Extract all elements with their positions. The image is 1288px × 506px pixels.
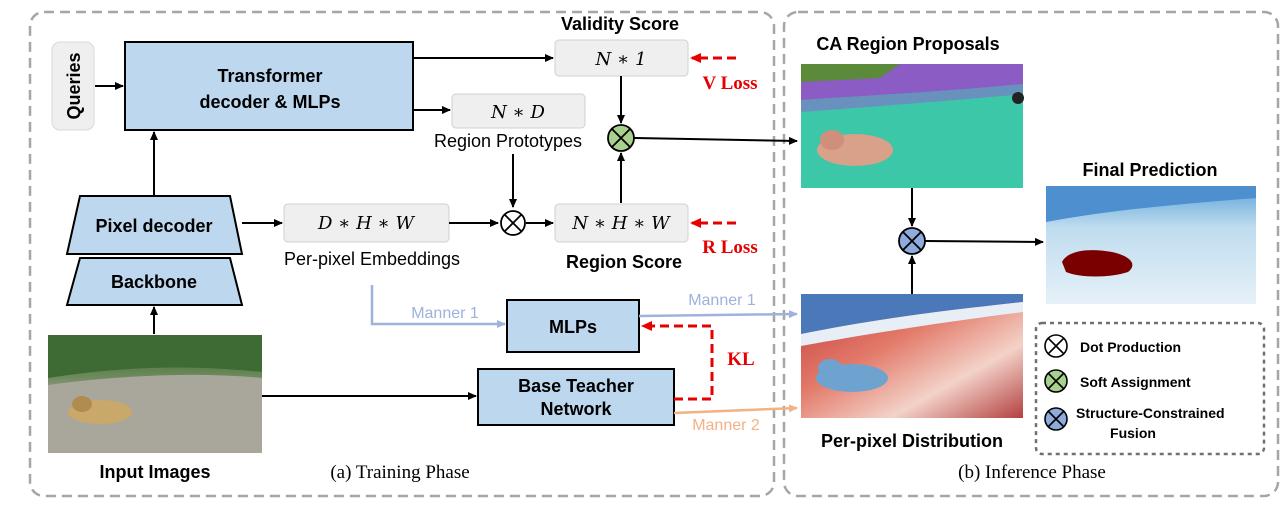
region-score-box xyxy=(554,203,689,243)
fusion-icon xyxy=(1044,407,1068,431)
embeddings-formula: D ∗ H ∗ W xyxy=(317,213,415,234)
arrow-soft-to-ca-region xyxy=(633,136,798,145)
teacher-box xyxy=(477,368,675,426)
validity-score-title: Validity Score xyxy=(561,14,679,34)
r-loss-label: R Loss xyxy=(702,237,757,258)
queries-label: Queries xyxy=(64,52,84,119)
inference-caption: (b) Inference Phase xyxy=(958,462,1106,483)
final-prediction-image xyxy=(1046,186,1256,304)
region-prototypes-formula: N ∗ D xyxy=(490,102,545,123)
region-score-label: Region Score xyxy=(566,252,682,272)
transformer-box xyxy=(124,41,414,131)
soft-assignment-icon xyxy=(1044,369,1068,393)
manner1-right-line xyxy=(638,310,798,319)
kl-label: KL xyxy=(727,349,754,370)
input-images-label: Input Images xyxy=(99,462,210,482)
mlps-label: MLPs xyxy=(549,317,597,337)
pixel-decoder-label: Pixel decoder xyxy=(95,216,212,236)
embeddings-label: Per-pixel Embeddings xyxy=(284,249,460,269)
inference-panel-border xyxy=(782,10,1280,498)
v-loss-label: V Loss xyxy=(702,73,757,94)
queries-box xyxy=(51,41,95,131)
backbone-shape xyxy=(65,257,244,306)
training-caption: (a) Training Phase xyxy=(330,462,469,483)
arrow-fusion-to-final xyxy=(924,237,1044,246)
per-pixel-distribution-image xyxy=(801,294,1023,418)
pixel-decoder-shape xyxy=(65,195,244,255)
transformer-label-line1: Transformer xyxy=(217,66,322,86)
legend-box xyxy=(1034,321,1266,456)
transformer-label-line2: decoder & MLPs xyxy=(199,92,340,112)
mlps-box xyxy=(506,299,640,353)
manner1-left-line xyxy=(370,285,506,328)
legend-soft-assignment: Soft Assignment xyxy=(1080,374,1191,390)
manner1-right-label: Manner 1 xyxy=(688,292,756,309)
dot-production-icon xyxy=(1044,334,1068,358)
dot-production-node xyxy=(500,210,526,236)
backbone-label: Backbone xyxy=(111,272,197,292)
soft-assignment-node xyxy=(607,124,635,152)
region-score-formula: N ∗ H ∗ W xyxy=(571,213,671,234)
per-pixel-distribution-label: Per-pixel Distribution xyxy=(821,431,1003,451)
kl-arrow xyxy=(641,321,714,401)
ca-region-image xyxy=(801,64,1024,188)
manner2-line xyxy=(673,404,798,415)
training-panel-border xyxy=(28,10,776,498)
legend-fusion-line1: Structure-Constrained xyxy=(1076,405,1225,421)
region-prototypes-label: Region Prototypes xyxy=(434,131,582,151)
region-prototypes-box xyxy=(451,93,586,129)
manner1-left-label: Manner 1 xyxy=(411,305,479,322)
input-image xyxy=(48,335,262,453)
ca-region-title: CA Region Proposals xyxy=(816,34,999,54)
teacher-label-line1: Base Teacher xyxy=(518,376,634,396)
fusion-node xyxy=(898,227,926,255)
final-prediction-title: Final Prediction xyxy=(1082,160,1217,180)
legend-dot-production: Dot Production xyxy=(1080,339,1181,355)
manner2-label: Manner 2 xyxy=(692,417,760,434)
teacher-label-line2: Network xyxy=(540,399,612,419)
validity-formula: N ∗ 1 xyxy=(595,49,647,70)
legend-fusion-line2: Fusion xyxy=(1110,425,1156,441)
